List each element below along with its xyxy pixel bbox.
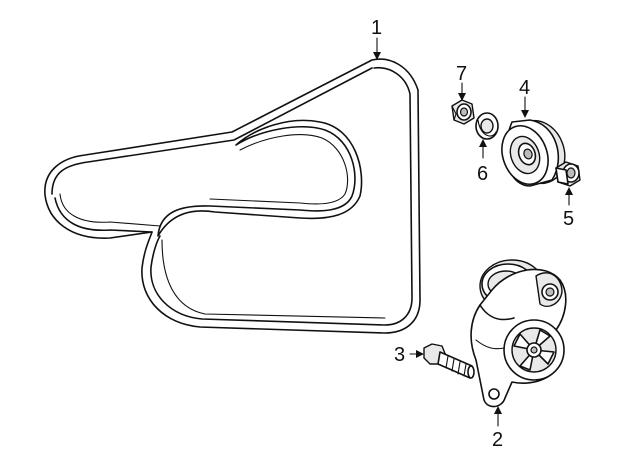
callout-leaders <box>373 37 573 427</box>
callout-7: 7 <box>456 63 467 85</box>
callout-2: 2 <box>492 429 503 451</box>
callout-3: 3 <box>394 344 405 366</box>
drive-belt[interactable] <box>44 58 421 334</box>
tensioner-bolt[interactable] <box>423 343 475 379</box>
washer[interactable] <box>475 112 499 140</box>
belt-tensioner[interactable] <box>470 259 567 408</box>
callout-1: 1 <box>371 17 382 39</box>
callout-6: 6 <box>477 163 488 185</box>
callout-4: 4 <box>519 77 530 99</box>
nut[interactable] <box>451 99 475 125</box>
pulley-bolt[interactable] <box>555 161 581 187</box>
idler-pulley[interactable] <box>494 113 573 191</box>
callout-5: 5 <box>563 208 574 230</box>
